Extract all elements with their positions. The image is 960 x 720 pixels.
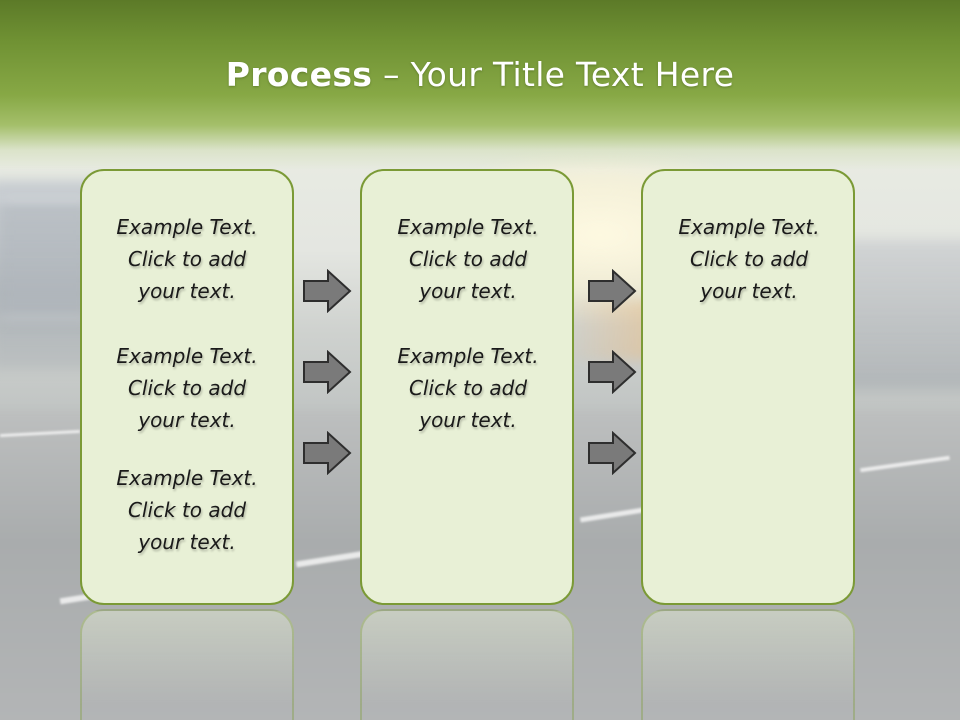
right-arrow-icon [303,431,352,475]
text-line: Example Text. [116,466,258,490]
process-step-box-2[interactable] [360,169,574,605]
text-line: Click to add [408,376,528,400]
text-line: your text. [138,408,236,432]
text-line: Click to add [127,498,247,522]
panel-reflection [641,609,855,720]
text-line: your text. [138,279,236,303]
text-placeholder[interactable]: Example Text. Click to add your text. [642,211,856,307]
text-line: Click to add [689,247,809,271]
text-line: your text. [419,279,517,303]
text-line: Example Text. [397,344,539,368]
text-line: Example Text. [678,215,820,239]
title-bold-part: Process [225,55,373,94]
right-arrow-icon [588,431,637,475]
right-arrow-icon [303,350,352,394]
text-placeholder[interactable]: Example Text. Click to add your text. [361,340,575,436]
text-line: Example Text. [116,344,258,368]
panel-reflection [80,609,294,720]
text-placeholder[interactable]: Example Text. Click to add your text. [80,462,294,558]
panel-reflection [360,609,574,720]
right-arrow-icon [303,269,352,313]
text-placeholder[interactable]: Example Text. Click to add your text. [361,211,575,307]
text-placeholder[interactable]: Example Text. Click to add your text. [80,340,294,436]
text-line: Click to add [127,247,247,271]
text-line: your text. [419,408,517,432]
text-line: Click to add [408,247,528,271]
title-subtitle-part: – Your Title Text Here [383,55,735,94]
text-line: your text. [138,530,236,554]
right-arrow-icon [588,350,637,394]
slide-title[interactable]: Process – Your Title Text Here [0,52,960,98]
text-line: Click to add [127,376,247,400]
right-arrow-icon [588,269,637,313]
text-line: Example Text. [397,215,539,239]
text-line: Example Text. [116,215,258,239]
title-band [0,0,960,170]
text-line: your text. [700,279,798,303]
process-step-box-3[interactable] [641,169,855,605]
background-building-windows [0,200,90,320]
process-step-box-1[interactable] [80,169,294,605]
text-placeholder[interactable]: Example Text. Click to add your text. [80,211,294,307]
